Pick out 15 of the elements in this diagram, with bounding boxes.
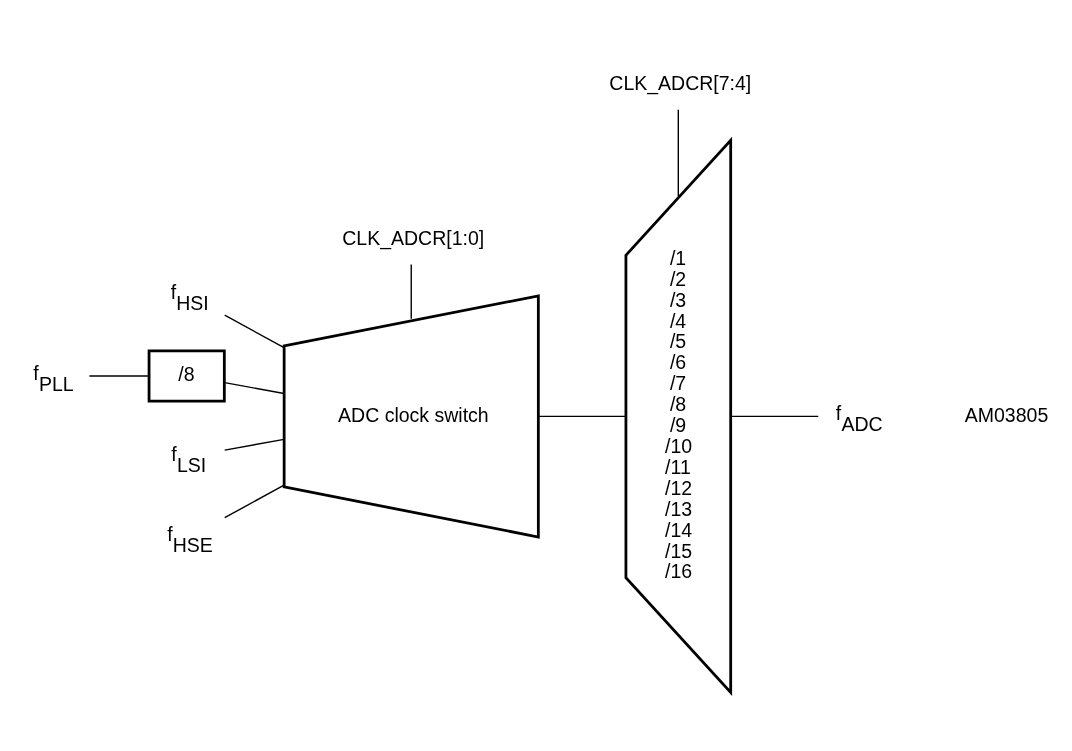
node-text: CLK_ADCR[1:0] bbox=[342, 226, 485, 249]
label: AM03805 bbox=[964, 403, 1049, 426]
node-text: CLK_ADCR[7:4] bbox=[609, 71, 752, 94]
connector bbox=[224, 438, 285, 451]
node-box: /8 bbox=[147, 349, 226, 402]
connector bbox=[730, 415, 819, 417]
node-box: /1 /2 /3 /4 /5 /6 /7 /8 /9 /10 /11 /12 /13 /14 /15 /16 bbox=[624, 136, 733, 696]
connector bbox=[88, 374, 150, 377]
connector bbox=[537, 415, 627, 417]
connector bbox=[410, 263, 412, 320]
connector bbox=[677, 108, 679, 197]
connector bbox=[224, 381, 285, 394]
connector bbox=[224, 314, 285, 348]
node-box: ADC clock switch bbox=[282, 293, 540, 539]
connector bbox=[224, 484, 285, 518]
